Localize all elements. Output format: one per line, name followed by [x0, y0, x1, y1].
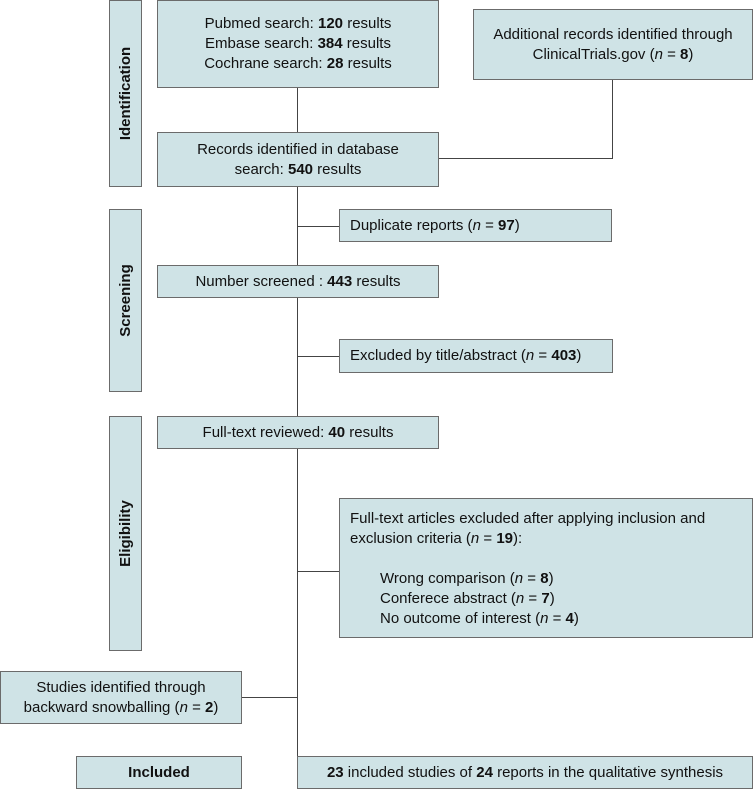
excluded-title-abstract-text: Excluded by title/abstract (n = 403)	[350, 347, 582, 364]
fulltext-reviewed-box: Full-text reviewed: 40 results	[157, 416, 439, 449]
additional-records-line2: ClinicalTrials.gov (n = 8)	[532, 45, 694, 63]
connector-additional-left	[438, 158, 613, 159]
additional-records-box: Additional records identified through Cl…	[473, 9, 753, 80]
records-identified-line1: Records identified in database	[197, 140, 399, 158]
phase-eligibility-label: Eligibility	[117, 500, 134, 567]
exclusion-reason-item: Conferece abstract (n = 7)	[380, 590, 555, 607]
phase-identification: Identification	[109, 0, 142, 187]
records-identified-box: Records identified in database search: 5…	[157, 132, 439, 187]
duplicate-reports-box: Duplicate reports (n = 97)	[339, 209, 612, 242]
phase-screening: Screening	[109, 209, 142, 392]
phase-screening-label: Screening	[117, 264, 134, 337]
included-studies-box: 23 included studies of 24 reports in the…	[297, 756, 753, 789]
exclusion-reason-item: No outcome of interest (n = 4)	[380, 610, 579, 627]
phase-identification-label: Identification	[117, 46, 134, 141]
cochrane-search-line: Cochrane search: 28 results	[204, 55, 392, 72]
pubmed-search-line: Pubmed search: 120 results	[204, 15, 392, 32]
included-studies-text: 23 included studies of 24 reports in the…	[326, 763, 724, 781]
fulltext-excluded-line1: Full-text articles excluded after applyi…	[350, 510, 706, 527]
connector-excluded-title	[297, 356, 339, 357]
connector-additional-down	[612, 80, 613, 158]
duplicate-reports-text: Duplicate reports (n = 97)	[350, 216, 520, 234]
fulltext-excluded-box: Full-text articles excluded after applyi…	[339, 498, 753, 638]
number-screened-box: Number screened : 443 results	[157, 265, 439, 298]
snowballing-box: Studies identified through backward snow…	[0, 671, 242, 724]
exclusion-reason-item: Wrong comparison (n = 8)	[380, 570, 554, 587]
database-search-box: Pubmed search: 120 results Embase search…	[157, 0, 439, 88]
records-identified-line2: search: 540 results	[234, 160, 362, 178]
included-label-box: Included	[76, 756, 242, 789]
fulltext-reviewed-text: Full-text reviewed: 40 results	[202, 423, 394, 441]
additional-records-line1: Additional records identified through	[493, 25, 733, 43]
embase-search-line: Embase search: 384 results	[205, 35, 391, 52]
included-label: Included	[128, 763, 190, 781]
connector-duplicates	[297, 226, 339, 227]
phase-eligibility: Eligibility	[109, 416, 142, 651]
number-screened-text: Number screened : 443 results	[195, 272, 401, 290]
snowballing-line1: Studies identified through	[36, 678, 206, 696]
excluded-title-abstract-box: Excluded by title/abstract (n = 403)	[339, 339, 613, 373]
snowballing-line2: backward snowballing (n = 2)	[23, 698, 219, 716]
fulltext-excluded-line2: exclusion criteria (n = 19):	[350, 530, 523, 547]
connector-snowball	[242, 697, 298, 698]
connector-excluded-fulltext	[297, 571, 339, 572]
